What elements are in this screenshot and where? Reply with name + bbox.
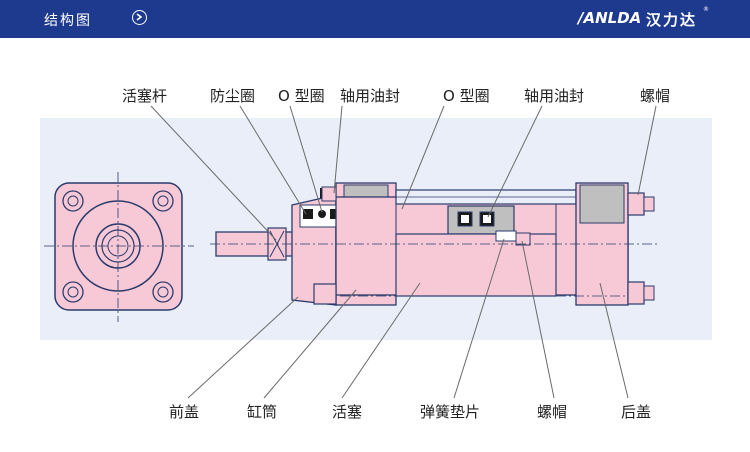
label-spring-washer: 弹簧垫片 (420, 403, 480, 421)
rear-nut-bottom (627, 281, 645, 305)
label-o-ring-1: O 型圈 (278, 87, 325, 105)
labels-top: 活塞杆 防尘圈 O 型圈 轴用油封 O 型圈 轴用油封 螺帽 (122, 87, 670, 105)
bolt-bottom-right (152, 281, 174, 303)
spring-washer (495, 230, 517, 242)
brand-name: 汉力达 (646, 11, 698, 29)
registered-mark: ® (703, 6, 709, 13)
label-barrel: 缸筒 (247, 403, 277, 421)
label-front-cover: 前盖 (169, 403, 199, 421)
label-rear-cover: 后盖 (621, 403, 651, 421)
brand-logo: /ANLDA (578, 9, 642, 27)
header-bar: 结构图 /ANLDA 汉力达 ® (0, 0, 750, 38)
label-shaft-oil-seal-1: 轴用油封 (340, 87, 400, 105)
bolt-bottom-left (62, 281, 84, 303)
labels-bottom: 前盖 缸筒 活塞 弹簧垫片 螺帽 后盖 (169, 403, 651, 421)
page-title: 结构图 (44, 13, 92, 29)
dust-seal (303, 209, 313, 219)
label-nut-top: 螺帽 (640, 87, 670, 105)
bolt-top-left (62, 190, 84, 212)
nut (515, 232, 531, 246)
o-ring-front (318, 210, 326, 218)
arrow-right-icon[interactable] (132, 10, 147, 25)
label-shaft-oil-seal-2: 轴用油封 (524, 87, 584, 105)
rear-nut-top (627, 192, 645, 216)
label-piston-rod: 活塞杆 (122, 87, 167, 105)
label-o-ring-2: O 型圈 (443, 87, 490, 105)
leader-lines (150, 105, 657, 399)
label-nut-bottom: 螺帽 (537, 403, 567, 421)
bolt-top-right (152, 190, 174, 212)
piston (395, 233, 557, 297)
label-piston: 活塞 (332, 403, 362, 421)
label-dust-seal: 防尘圈 (210, 87, 255, 105)
section-view (210, 182, 660, 306)
front-end-view (44, 172, 194, 322)
